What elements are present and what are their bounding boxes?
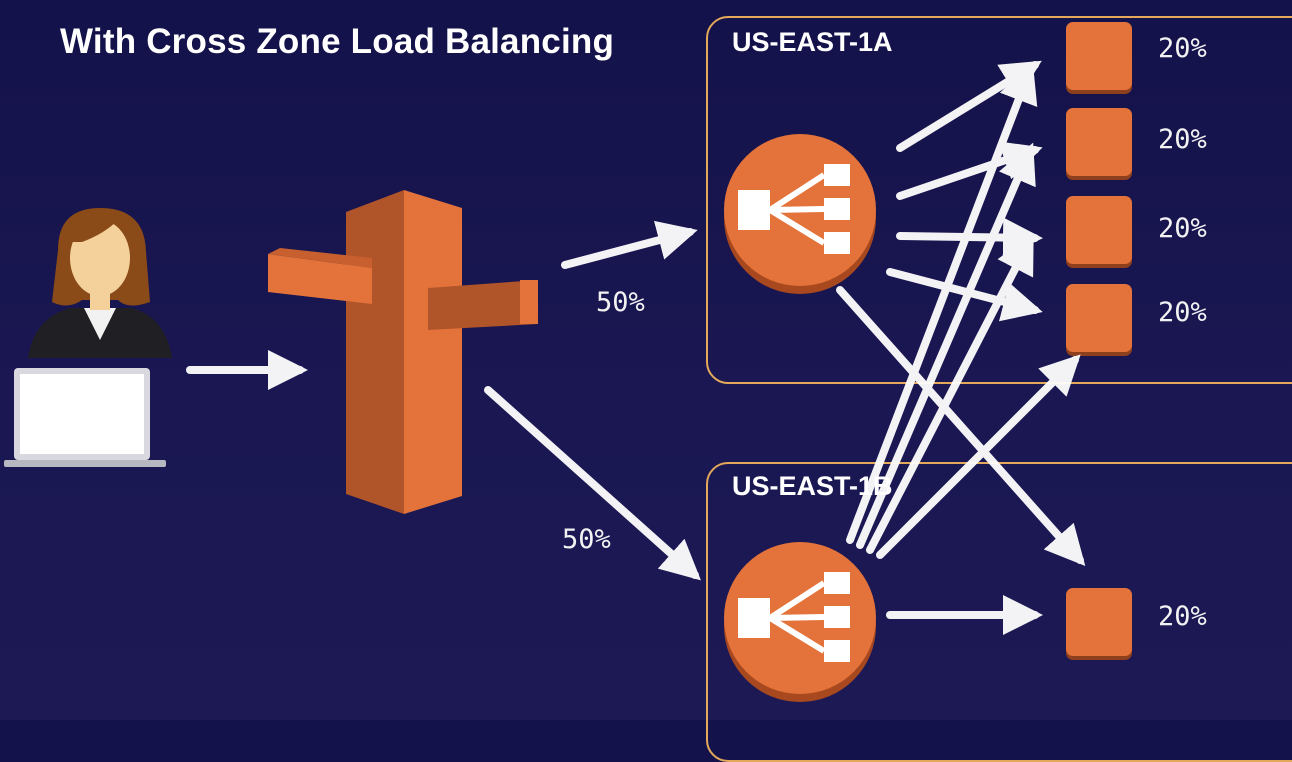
arrow-dns-to-lb-a — [561, 220, 698, 269]
instance-percent-label: 20% — [1158, 124, 1207, 155]
traffic-split-label: 50% — [562, 524, 611, 555]
instance-percent-label: 20% — [1158, 601, 1207, 632]
diagram-canvas: With Cross Zone Load Balancing US-EAST-1… — [4, 16, 1292, 762]
instance-percent-label: 20% — [1158, 33, 1207, 64]
ec2-instance-icon — [1066, 108, 1132, 176]
load-balancer-icon — [724, 134, 876, 294]
ec2-instance-icon — [1066, 284, 1132, 352]
zone-a-label: US-EAST-1A — [732, 27, 893, 57]
ec2-instance-icon — [1066, 196, 1132, 264]
slide-title: With Cross Zone Load Balancing — [60, 22, 615, 61]
load-balancer-icon — [724, 542, 876, 702]
user-with-laptop-icon — [4, 208, 172, 467]
instance-percent-label: 20% — [1158, 297, 1207, 328]
ec2-instance-icon — [1066, 22, 1132, 90]
ec2-instance-icon — [1066, 588, 1132, 656]
instance-percent-label: 20% — [1158, 213, 1207, 244]
route53-signpost-icon — [268, 190, 538, 514]
traffic-split-label: 50% — [596, 287, 645, 318]
zone-b-label: US-EAST-1B — [732, 471, 893, 501]
